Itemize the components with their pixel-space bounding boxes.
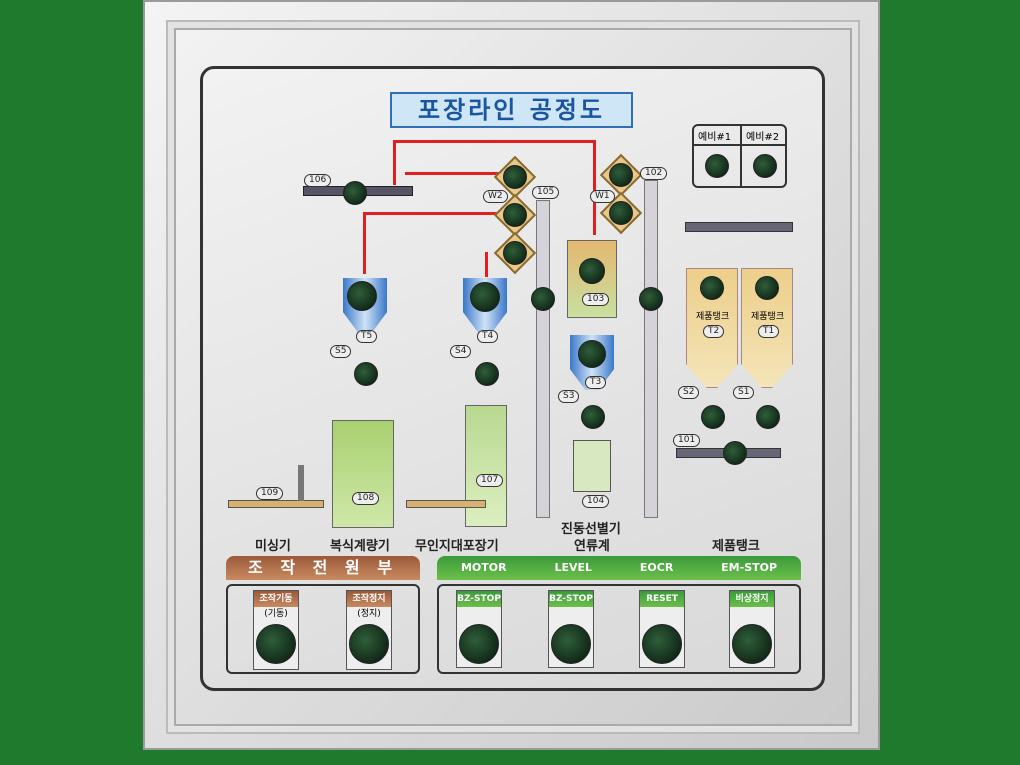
lamp-t3 <box>578 340 606 368</box>
motor-bz-stop-button[interactable] <box>459 624 499 664</box>
label-product-tank: 제품탱크 <box>712 539 760 554</box>
lamp-s1 <box>756 405 780 429</box>
emergency-stop-button[interactable] <box>732 624 772 664</box>
divider <box>740 124 742 188</box>
tag-103: 103 <box>582 293 610 306</box>
tag-t2: T2 <box>703 325 725 338</box>
sewing-conveyor <box>228 500 324 508</box>
page-title: 포장라인 공정도 <box>390 92 633 128</box>
pipe <box>405 172 505 175</box>
tag-s1: S1 <box>733 386 755 399</box>
lamp-w1-2 <box>609 201 633 225</box>
lamp-s2 <box>701 405 725 429</box>
level-bz-stop-button[interactable] <box>551 624 591 664</box>
bagger <box>465 405 507 527</box>
tag-w2: W2 <box>483 190 508 203</box>
lamp-s5 <box>354 362 378 386</box>
spare-1-lamp <box>705 154 729 178</box>
header-eocr: EOCR <box>639 561 674 574</box>
lamp-101 <box>723 441 747 465</box>
tank-t1-label: 제품탱크 <box>751 312 785 322</box>
divider <box>692 144 787 146</box>
tag-105: 105 <box>532 186 560 199</box>
tag-t4: T4 <box>477 330 499 343</box>
panel-frame-inner <box>168 22 858 732</box>
lamp-105 <box>531 287 555 311</box>
lamp-s3 <box>581 405 605 429</box>
stop-plate-label: 조작정지 <box>347 591 391 607</box>
pipe <box>393 140 396 185</box>
spare-box <box>692 124 787 188</box>
lamp-w2-1 <box>503 165 527 189</box>
label-bagger: 무인지대포장기 <box>415 539 499 554</box>
sewing-machine <box>298 465 304 501</box>
tag-102: 102 <box>640 167 668 180</box>
tag-t1: T1 <box>758 325 780 338</box>
dual-weigher <box>332 420 394 528</box>
tag-w1: W1 <box>590 190 615 203</box>
tank-t2-label: 제품탱크 <box>696 312 730 322</box>
tag-108: 108 <box>352 492 380 505</box>
tag-t5: T5 <box>356 330 378 343</box>
label-sewing: 미싱기 <box>255 539 291 554</box>
motor-bz-stop-label: BZ-STOP <box>457 591 501 607</box>
start-button[interactable] <box>256 624 296 664</box>
elevator-102 <box>644 180 658 518</box>
lamp-s4 <box>475 362 499 386</box>
start-sub-label: (기동) <box>264 609 288 619</box>
status-box <box>437 584 801 674</box>
bagger-conveyor <box>406 500 486 508</box>
emergency-stop-label: 비상정지 <box>730 591 774 607</box>
header-level: LEVEL <box>554 561 592 574</box>
pipe <box>393 140 595 143</box>
pipe <box>363 212 366 274</box>
spare-2-lamp <box>753 154 777 178</box>
metal-detector <box>573 440 611 492</box>
tag-109: 109 <box>256 487 284 500</box>
tag-107: 107 <box>476 474 504 487</box>
stop-sub-label: (정지) <box>357 609 381 619</box>
lamp-102 <box>639 287 663 311</box>
lamp-t5 <box>347 281 377 311</box>
lamp-t4 <box>470 282 500 312</box>
label-metal-detector: 연류계 <box>574 539 610 554</box>
lamp-t1 <box>755 276 779 300</box>
pipe <box>485 252 488 277</box>
tag-s5: S5 <box>330 345 352 358</box>
header-em-stop: EM-STOP <box>721 561 778 574</box>
status-header: MOTOR LEVEL EOCR EM-STOP <box>437 556 801 580</box>
control-power-header: 조 작 전 원 부 <box>226 556 420 580</box>
level-bz-stop-label: BZ-STOP <box>549 591 593 607</box>
start-plate-label: 조작기동 <box>254 591 298 607</box>
tag-s3: S3 <box>558 390 580 403</box>
control-power-box <box>226 584 420 674</box>
spare-1-label: 예비#1 <box>698 132 732 143</box>
pipe <box>593 140 596 235</box>
lamp-w2-2 <box>503 203 527 227</box>
tag-106: 106 <box>304 174 332 187</box>
tag-t3: T3 <box>585 376 607 389</box>
lamp-106 <box>343 181 367 205</box>
lamp-w2-3 <box>503 241 527 265</box>
tag-104: 104 <box>582 495 610 508</box>
reset-button[interactable] <box>642 624 682 664</box>
stop-button[interactable] <box>349 624 389 664</box>
spare-2-label: 예비#2 <box>746 132 780 143</box>
tag-s2: S2 <box>678 386 700 399</box>
tag-101: 101 <box>673 434 701 447</box>
lamp-103 <box>579 258 605 284</box>
tag-s4: S4 <box>450 345 472 358</box>
label-sieve: 진동선별기 <box>561 522 621 537</box>
lamp-w1-1 <box>609 163 633 187</box>
conveyor-top <box>685 222 793 232</box>
lamp-t2 <box>700 276 724 300</box>
reset-label: RESET <box>640 591 684 607</box>
label-dual-weigher: 복식계량기 <box>330 539 390 554</box>
header-motor: MOTOR <box>460 561 507 574</box>
elevator-105 <box>536 200 550 518</box>
pipe <box>363 212 503 215</box>
